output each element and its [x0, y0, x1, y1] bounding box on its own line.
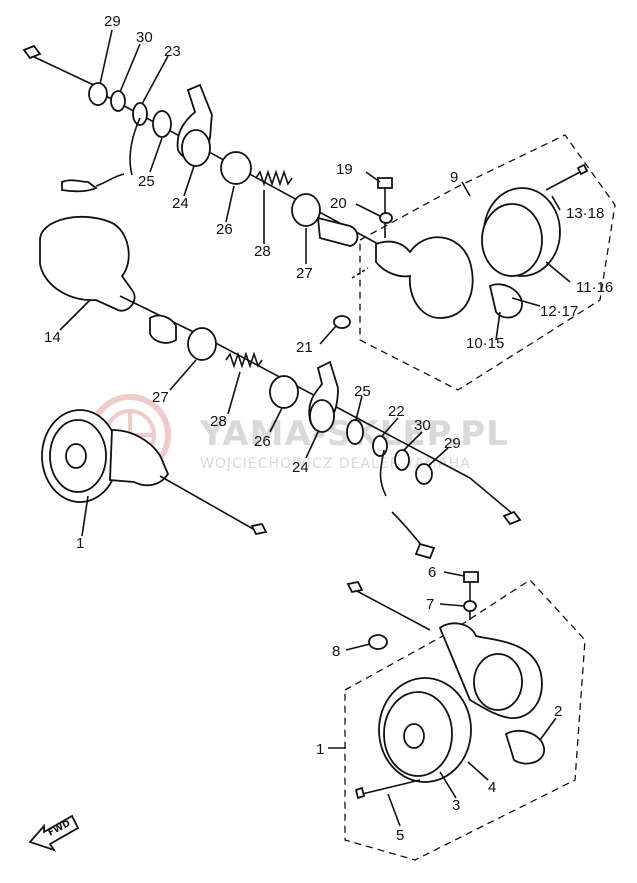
wire-terminal-upper	[22, 44, 42, 60]
wire-lead-front-left	[159, 475, 256, 531]
screw-13-18	[545, 171, 581, 191]
callout-24-lower: 24	[292, 459, 309, 476]
wire-lead-upper	[29, 54, 101, 89]
nut-20	[379, 212, 393, 224]
callout-30-upper: 30	[136, 29, 153, 46]
callout-27-lower: 27	[152, 389, 169, 406]
screw-5-head	[354, 786, 366, 800]
callout-4: 4	[488, 779, 496, 796]
wire-connector-upper	[61, 179, 98, 193]
callout-22: 22	[388, 403, 405, 420]
nut-8	[368, 634, 388, 650]
nut-7	[463, 600, 477, 612]
grommet-26-upper	[220, 151, 252, 185]
callout-labels: 29 30 23 25 24 26 28 27 19 20 9 13·18 11…	[44, 13, 613, 844]
bulb-2	[504, 729, 545, 765]
leader-lines	[59, 29, 571, 827]
bolt-6-head	[463, 571, 479, 583]
collar-27-lower	[187, 327, 217, 361]
lamp-body-14	[39, 215, 136, 312]
assembly-box-9	[359, 134, 616, 391]
wire-connector-mid	[414, 542, 436, 560]
spring-28-lower	[225, 351, 263, 369]
bracket-24-lower-ring	[309, 399, 335, 433]
lamp-bulb-window	[65, 443, 87, 469]
washer-25-upper	[152, 110, 172, 138]
wire-branch-mid-lower	[391, 511, 423, 547]
callout-1-upper: 1	[76, 535, 84, 552]
wire-branch-upper	[129, 117, 141, 176]
wire-lead-lower	[354, 589, 431, 631]
callout-27-upper: 27	[296, 265, 313, 282]
bulb-12-17	[488, 283, 523, 319]
callout-12-17: 12·17	[540, 303, 578, 320]
washer-22	[372, 435, 388, 457]
callout-3: 3	[452, 797, 460, 814]
shaft-line-mid	[209, 339, 471, 479]
fwd-arrow: FWD	[28, 814, 80, 852]
collar-27-upper	[291, 193, 321, 227]
sleeve-14	[149, 314, 177, 344]
callout-19: 19	[336, 161, 353, 178]
shaft-sleeve-upper	[316, 216, 359, 247]
screw-13-18-head	[576, 163, 589, 176]
spring-28-upper	[255, 169, 293, 187]
lamp-stem-front-left	[109, 429, 170, 487]
callout-9: 9	[450, 169, 458, 186]
callout-1-lower: 1	[316, 741, 324, 758]
callout-13-18: 13·18	[566, 205, 604, 222]
washer-23	[132, 102, 148, 126]
callout-24-upper: 24	[172, 195, 189, 212]
nut-29-lower	[415, 463, 433, 485]
washer-25-lower	[346, 419, 364, 445]
callout-28-upper: 28	[254, 243, 271, 260]
nut-29-upper	[88, 82, 108, 106]
callout-29-lower: 29	[444, 435, 461, 452]
lamp-body-rear-right	[375, 236, 474, 319]
callout-5: 5	[396, 827, 404, 844]
lens-3-center	[403, 723, 425, 749]
callout-26-upper: 26	[216, 221, 233, 238]
assembly-box-1	[344, 579, 586, 861]
callout-7: 7	[426, 596, 434, 613]
callout-29-upper: 29	[104, 13, 121, 30]
mounting-hardware-upper	[333, 177, 393, 329]
wire-terminal-lower	[346, 580, 364, 594]
rear-turn-signal-right	[375, 163, 589, 319]
callout-30-lower: 30	[414, 417, 431, 434]
lamp-lens	[481, 203, 543, 277]
callout-25-upper: 25	[138, 173, 155, 190]
washer-30-upper	[110, 90, 126, 112]
front-turn-signal-right	[346, 571, 545, 800]
bolt-19-head	[377, 177, 393, 189]
wire-connector-lead	[95, 173, 125, 187]
callout-20: 20	[330, 195, 347, 212]
callout-21: 21	[296, 339, 313, 356]
wire-terminal-front-left	[250, 522, 268, 536]
wire-branch-mid	[379, 449, 387, 497]
rear-turn-signal-left	[39, 215, 522, 560]
lamp-socket-lower	[473, 653, 523, 711]
callout-25-lower: 25	[354, 383, 371, 400]
callout-10-15: 10·15	[466, 335, 504, 352]
front-turn-signal-left	[41, 409, 268, 536]
wire-terminal-mid	[502, 510, 522, 526]
callout-28-lower: 28	[210, 413, 227, 430]
callout-2: 2	[554, 703, 562, 720]
grommet-26-lower	[269, 375, 299, 409]
screw-5	[361, 779, 421, 795]
callout-6: 6	[428, 564, 436, 581]
callout-11-16: 11·16	[576, 279, 613, 296]
bracket-24-upper-ring	[181, 129, 211, 167]
callout-14: 14	[44, 329, 61, 346]
callout-23: 23	[164, 43, 181, 60]
washer-30-lower	[394, 449, 410, 471]
callout-26-lower: 26	[254, 433, 271, 450]
upper-shaft-assembly	[22, 44, 381, 247]
fwd-arrow-icon	[28, 814, 80, 852]
nut-21	[333, 315, 351, 329]
callout-8: 8	[332, 643, 340, 660]
